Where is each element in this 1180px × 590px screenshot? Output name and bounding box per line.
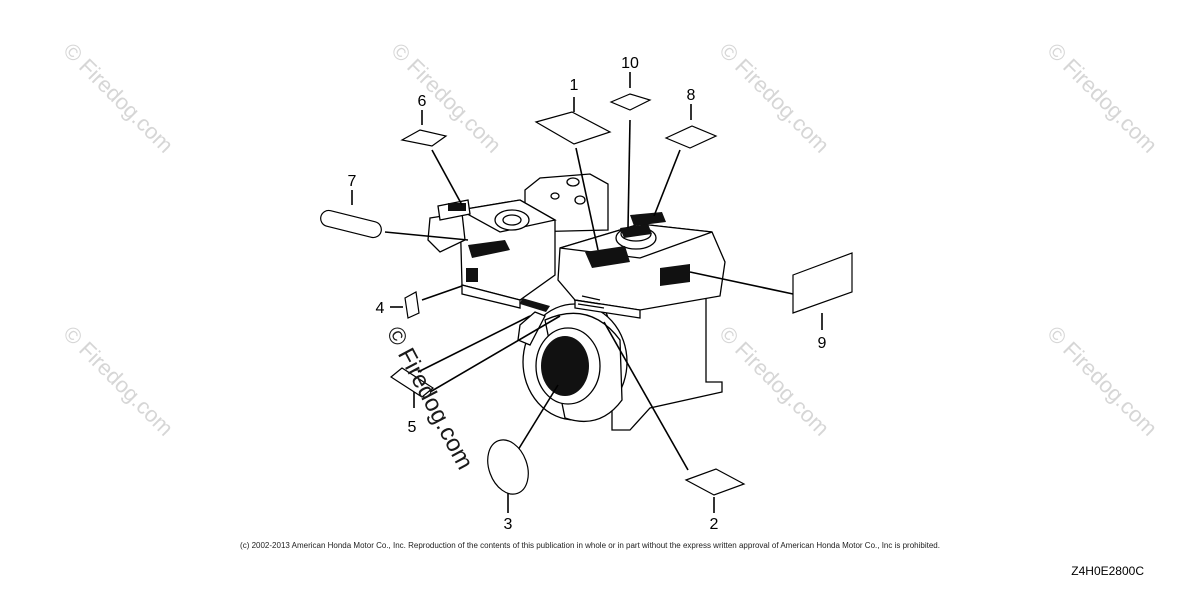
callout-8: 8 [687,87,696,104]
leader-lines [351,72,823,513]
callout-2: 2 [710,516,719,533]
callout-5: 5 [408,419,417,436]
engine-illustration [427,173,726,431]
copyright-notice: (c) 2002-2013 American Honda Motor Co., … [240,541,940,550]
decal-6 [400,129,448,147]
watermark: © Firedog.com [58,38,178,158]
callout-10: 10 [621,55,639,72]
watermark: © Firedog.com [1042,38,1162,158]
decal-7 [320,209,382,239]
callout-1: 1 [570,77,579,94]
watermark: © Firedog.com [714,38,834,158]
decal-2 [684,468,746,496]
callouts: 1 2 3 4 5 6 7 8 9 10 [348,55,827,533]
decal-8 [664,125,718,149]
watermark: © Firedog.com [714,321,834,441]
decal-4 [404,291,420,319]
decal-1 [534,111,612,145]
decals [320,93,853,496]
decal-5 [389,367,435,398]
watermark: © Firedog.com [381,322,479,474]
callout-9: 9 [818,335,827,352]
decal-9 [792,252,853,314]
decal-10 [609,93,652,111]
decal-3 [487,439,529,495]
watermark: © Firedog.com [58,321,178,441]
watermark: © Firedog.com [1042,321,1162,441]
callout-4: 4 [376,300,385,317]
callout-3: 3 [504,516,513,533]
diagram-code: Z4H0E2800C [1071,564,1144,578]
callout-7: 7 [348,173,357,190]
callout-6: 6 [418,93,427,110]
